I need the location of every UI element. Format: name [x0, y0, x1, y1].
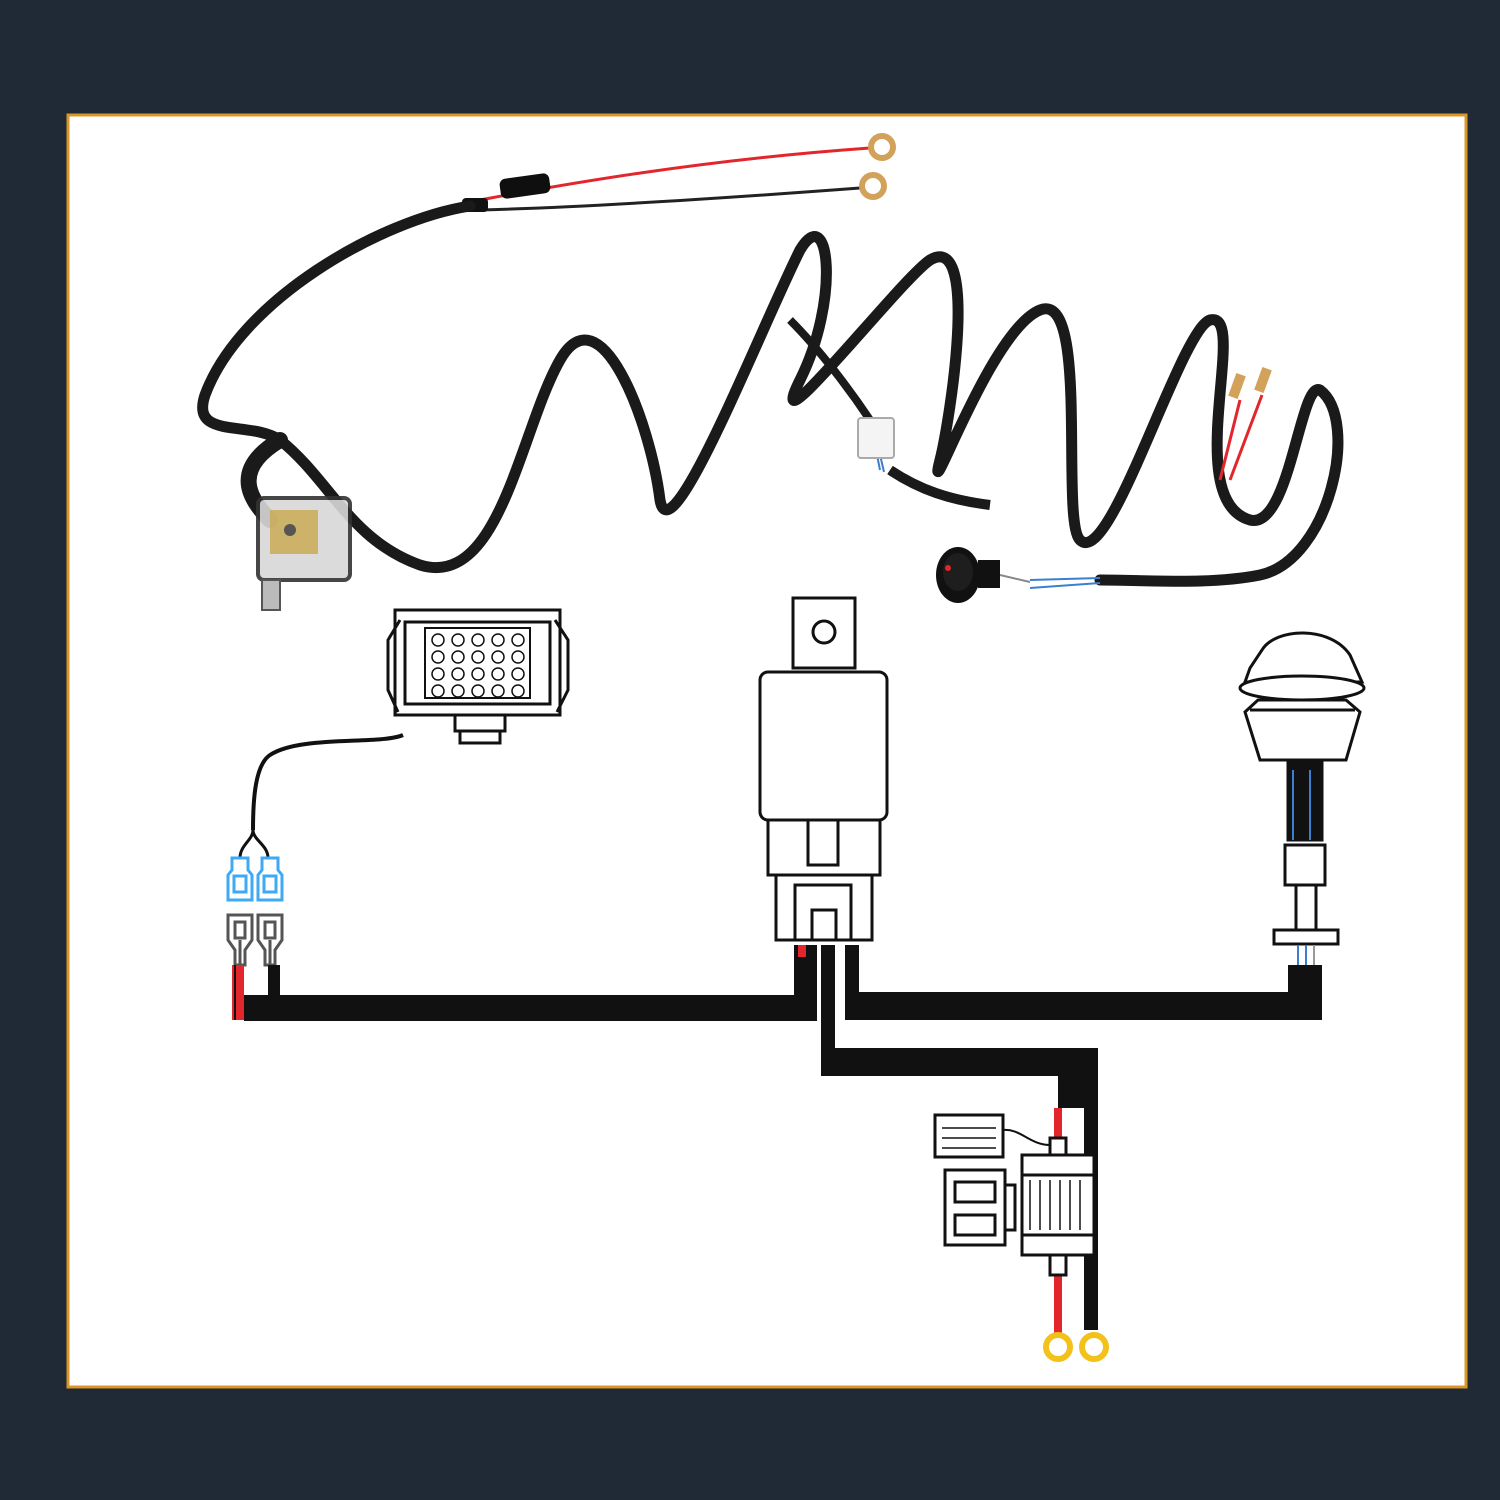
led-emitter: [471, 650, 485, 664]
battery-terminals: [1043, 1332, 1109, 1362]
ring-terminal-icon: [868, 133, 896, 161]
led-emitter: [451, 633, 465, 647]
led-emitter: [451, 650, 465, 664]
led-emitter: [451, 684, 465, 698]
rocker-switch-photo-icon: [936, 547, 1000, 603]
led-emitter: [511, 650, 525, 664]
ring-terminal-icon: [1079, 1332, 1109, 1362]
ring-terminal-icon: [1043, 1332, 1073, 1362]
led-emitter: [471, 684, 485, 698]
led-emitter: [491, 684, 505, 698]
led-light-bar-icon: [386, 608, 570, 745]
led-emitter: [511, 684, 525, 698]
blade-fuse-icon: [943, 1168, 1017, 1247]
led-emitter: [431, 650, 445, 664]
spade-connector-icon: [226, 856, 284, 967]
light-bar-lead: [251, 733, 404, 831]
led-emitter: [471, 633, 485, 647]
inline-fuse-holder-icon: [933, 1113, 1096, 1277]
led-emitter: [491, 650, 505, 664]
led-emitter: [491, 633, 505, 647]
rocker-switch-icon: [1238, 631, 1366, 975]
led-emitter: [491, 667, 505, 681]
ring-terminal-icon: [859, 172, 887, 200]
led-emitter: [511, 667, 525, 681]
led-emitter: [431, 633, 445, 647]
braided-wiring-harness-photo: [197, 133, 1344, 589]
relay-photo-icon: [256, 496, 352, 611]
schematic-wires: [244, 945, 1322, 1330]
led-emitter: [431, 684, 445, 698]
relay-icon: [758, 596, 889, 942]
led-emitter: [471, 667, 485, 681]
led-emitter: [451, 667, 465, 681]
led-emitter: [511, 633, 525, 647]
led-emitter: [431, 667, 445, 681]
